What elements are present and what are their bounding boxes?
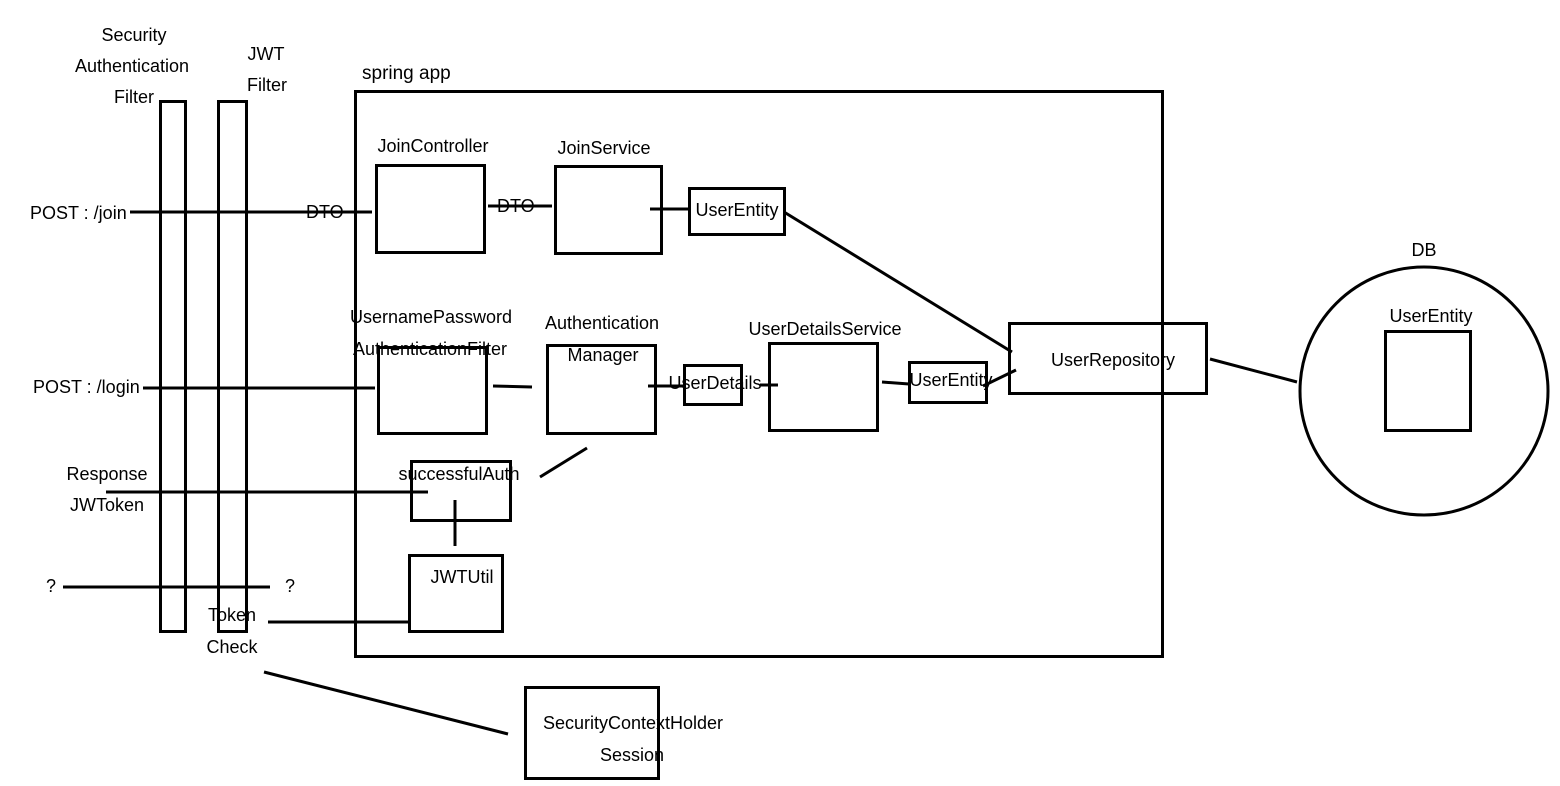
jwt-util-box — [408, 554, 504, 633]
jwt-util-label: JWTUtil — [430, 567, 494, 587]
session-label: Session — [599, 745, 665, 765]
join-service-label: JoinService — [557, 138, 651, 158]
join-controller-box — [375, 164, 486, 254]
dto-label-1: DTO — [306, 202, 344, 222]
security-authentication-filter-bar — [159, 100, 187, 633]
upaf-manager-line — [492, 384, 533, 389]
upaf-label-1: UsernamePassword — [349, 307, 513, 327]
dto-label-2: DTO — [497, 196, 535, 216]
successful-auth-box — [410, 460, 512, 522]
auth-manager-label-1: Authentication — [544, 313, 660, 333]
security-context-holder-label: SecurityContextHolder — [542, 713, 724, 733]
upaf-box — [377, 346, 488, 435]
user-details-service-box — [768, 342, 879, 432]
db-user-entity-box — [1384, 330, 1472, 432]
unknown-left-label: ? — [46, 576, 57, 596]
userentity-repository-line — [783, 210, 1013, 354]
authentication-manager-box — [546, 344, 657, 435]
join-request-label: POST : /join — [30, 203, 127, 223]
repository-db-line — [1209, 357, 1298, 384]
spring-app-title: spring app — [362, 63, 451, 84]
auth-manager-label-2: Manager — [567, 345, 639, 365]
jwt-filter-bar — [217, 100, 248, 633]
response-label: Response — [66, 464, 148, 484]
db-user-entity-label: UserEntity — [1389, 306, 1473, 326]
security-filter-label-3: Filter — [114, 87, 154, 107]
security-context-holder-box — [524, 686, 660, 780]
join-service-box — [554, 165, 663, 255]
user-entity-box-2 — [908, 361, 988, 404]
user-details-label: UserDetails — [668, 373, 762, 393]
user-entity-label-1: UserEntity — [695, 200, 779, 220]
jwt-filter-label-2: Filter — [247, 75, 287, 95]
user-repository-label: UserRepository — [1050, 350, 1176, 370]
upaf-label-2: AuthenticationFilter — [352, 339, 508, 359]
user-entity-label-2: UserEntity — [909, 370, 993, 390]
user-details-box — [683, 364, 743, 406]
uds-userentity-line — [881, 380, 910, 386]
successful-auth-label: successfulAuth — [398, 464, 520, 484]
spring-app-container — [354, 90, 1164, 658]
jwtoken-label: JWToken — [69, 495, 145, 515]
security-filter-label-2: Authentication — [74, 56, 190, 76]
db-label: DB — [1411, 240, 1437, 260]
manager-successfulauth-line — [539, 446, 588, 479]
db-circle — [1298, 265, 1550, 517]
user-repository-box — [1008, 322, 1208, 395]
tokencheck-contextholder-line — [263, 670, 509, 736]
join-controller-label: JoinController — [377, 136, 489, 156]
security-filter-label-1: Security — [101, 25, 167, 45]
login-request-label: POST : /login — [33, 377, 140, 397]
check-label: Check — [206, 637, 258, 657]
user-details-service-label: UserDetailsService — [748, 319, 902, 339]
token-label: Token — [207, 605, 257, 625]
unknown-right-label: ? — [285, 576, 296, 596]
user-entity-box-1 — [688, 187, 786, 236]
jwt-filter-label-1: JWT — [247, 44, 285, 64]
